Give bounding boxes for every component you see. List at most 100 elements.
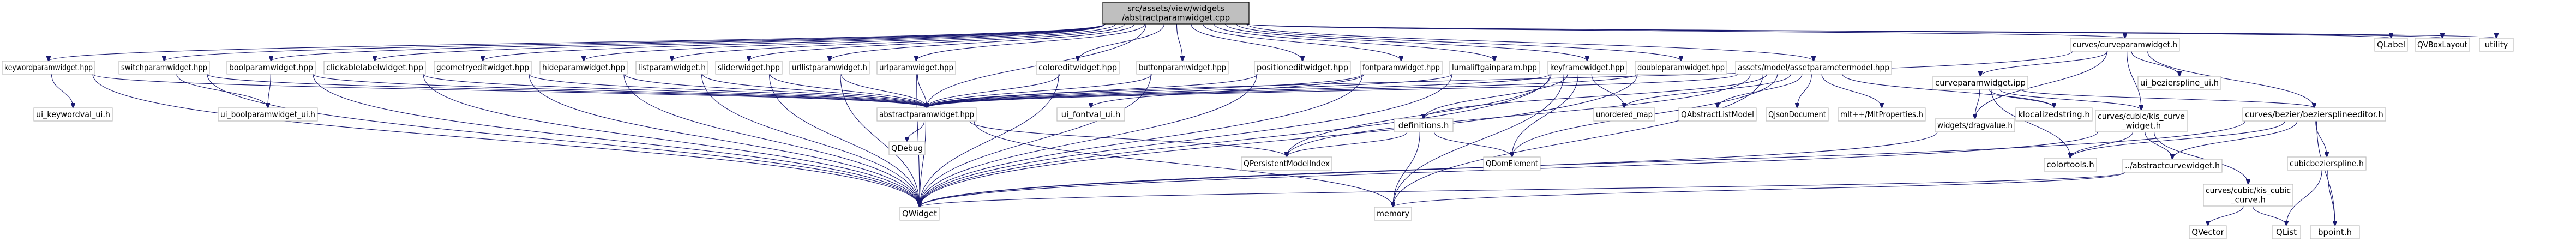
edge-positioned-to-qwidget: [920, 74, 1257, 207]
edge-root-to-font: [1203, 23, 1401, 61]
node-utility: utility: [2479, 38, 2514, 52]
node-definitions-box: [1394, 118, 1454, 132]
edge-doubleparam-to-qwidget: [920, 74, 1638, 207]
node-qabstractlist-label-line-0: QAbstractListModel: [1681, 110, 1754, 119]
node-font[interactable]: fontparamwidget.hpp: [1360, 61, 1443, 75]
node-urllist-box: [789, 61, 870, 75]
node-colortools: colortools.h: [2044, 158, 2097, 172]
node-lumaliftgain[interactable]: lumaliftgainparam.hpp: [1449, 61, 1540, 75]
node-clickable-box: [323, 61, 426, 75]
edge-bezier_editor-to-abstractcurve: [2172, 120, 2298, 159]
node-clickable[interactable]: clickablelabelwidget.hpp: [323, 61, 426, 75]
node-mlt-box: [1838, 107, 1926, 122]
node-unordered_map-box: [1593, 107, 1655, 122]
node-ui_font-box: [1056, 107, 1125, 122]
node-qlabel-box: [2374, 38, 2408, 52]
node-mlt: mlt++/MltProperties.h: [1838, 107, 1926, 122]
node-colortools-label-line-0: colortools.h: [2046, 160, 2094, 170]
edge-root-to-keyframe: [1224, 23, 1587, 61]
node-listparam: listparamwidget.h: [635, 61, 708, 75]
node-font-label-line-0: fontparamwidget.hpp: [1362, 63, 1440, 72]
edge-root-to-doubleparam: [1236, 23, 1681, 61]
edge-bezier_editor-to-qwidget: [920, 120, 2245, 207]
edge-assetmodel-to-qjson: [1797, 74, 1812, 108]
node-button-label-line-0: buttonparamwidget.hpp: [1139, 63, 1226, 72]
node-doubleparam-box: [1635, 61, 1727, 75]
edge-cubic_curve-to-qvector: [2208, 205, 2244, 226]
node-bool[interactable]: boolparamwidget.hpp: [226, 61, 316, 75]
node-switch[interactable]: switchparamwidget.hpp: [118, 61, 210, 75]
edge-listparam-to-abstract: [702, 74, 927, 108]
node-button[interactable]: buttonparamwidget.hpp: [1136, 61, 1229, 75]
node-curves[interactable]: curves/curveparamwidget.h: [2070, 38, 2180, 52]
node-hide-box: [539, 61, 628, 75]
edge-bool-to-abstract: [313, 74, 927, 108]
node-urllist-label-line-0: urllistparamwidget.h: [792, 63, 867, 72]
edge-keyframe-to-unordered_map: [1591, 74, 1624, 108]
node-qjson-box: [1766, 107, 1829, 122]
node-positioned: positioneditwidget.hpp: [1254, 61, 1351, 75]
edge-definitions-to-memory: [1393, 131, 1420, 207]
node-geometry-box: [434, 61, 532, 75]
node-bezier_editor[interactable]: curves/bezier/beziersplineeditor.h: [2242, 107, 2386, 122]
edge-cubic_curve_widget-to-colortools: [2070, 131, 2133, 158]
node-widgetsdragvalue-box: [1935, 118, 2015, 132]
edge-curves-to-curveparamwidget_ipp: [1980, 51, 2108, 76]
node-keyword-label-line-0: keywordparamwidget.hpp: [4, 63, 93, 72]
edge-root-to-curves: [1246, 23, 2125, 38]
node-cubicbezierspline-box: [2287, 156, 2367, 171]
node-colortools-box: [2044, 158, 2097, 172]
edge-button-to-qwidget: [920, 74, 1151, 207]
edge-assetmodel-to-mlt: [1821, 74, 1882, 108]
node-qvbox: QVBoxLayout: [2415, 38, 2470, 52]
edge-definitions-to-qdomelement: [1433, 131, 1512, 157]
edge-root-to-urlparam: [916, 23, 1145, 61]
edge-font-to-qwidget: [920, 74, 1363, 207]
node-abstract[interactable]: abstractparamwidget.hpp: [876, 107, 977, 122]
node-assetmodel[interactable]: assets/model/assetparametermodel.hpp: [1735, 61, 1892, 75]
edge-bool-to-ui_bool: [268, 74, 271, 108]
edge-root-to-positioned: [1191, 23, 1302, 61]
node-ui_bool: ui_boolparamwidget_ui.h: [218, 107, 318, 122]
node-urlparam: urlparamwidget.hpp: [876, 61, 956, 75]
node-font-box: [1360, 61, 1443, 75]
node-mlt-label-line-0: mlt++/MltProperties.h: [1840, 110, 1923, 119]
node-memory-box: [1374, 207, 1412, 221]
node-ui_keyword: ui_keywordval_ui.h: [33, 107, 113, 122]
node-cubic_curve_widget[interactable]: curves/cubic/kis_curve_widget.h: [2095, 110, 2188, 132]
node-unordered_map-label-line-0: unordered_map: [1596, 110, 1653, 120]
node-button-box: [1136, 61, 1229, 75]
edge-curves-to-abstract: [927, 51, 2073, 108]
edge-widgetsdragvalue-to-qwidget: [920, 131, 1938, 207]
node-slider: sliderwidget.hpp: [715, 61, 783, 75]
node-doubleparam: doubleparamwidget.hpp: [1635, 61, 1727, 75]
edge-clickable-to-abstract: [423, 74, 927, 108]
node-keyword-box: [2, 61, 95, 75]
edge-geometry-to-qwidget: [529, 74, 920, 207]
edge-assetmodel-to-definitions: [1424, 74, 1767, 119]
edge-curveparamwidget_ipp-to-widgetsdragvalue: [1975, 89, 1980, 119]
node-qlist-label-line-0: QList: [2276, 227, 2297, 237]
node-ui_font-label-line-0: ui_fontval_ui.h: [1061, 110, 1121, 120]
node-urllist: urllistparamwidget.h: [789, 61, 870, 75]
node-doubleparam-label-line-0: doubleparamwidget.hpp: [1637, 63, 1725, 72]
node-keyword[interactable]: keywordparamwidget.hpp: [2, 61, 95, 75]
node-cubic_curve[interactable]: curves/cubic/kis_cubic_curve.h: [2203, 184, 2293, 207]
node-qpersistent-label-line-0: QPersistentModelIndex: [1244, 159, 1330, 168]
node-colored[interactable]: coloreditwidget.hpp: [1036, 61, 1120, 75]
edge-positioned-to-abstract: [927, 74, 1258, 108]
node-hide[interactable]: hideparamwidget.hpp: [539, 61, 628, 75]
edge-abstractcurve-to-memory: [1393, 172, 2125, 207]
node-cubicbezierspline: cubicbezierspline.h: [2287, 156, 2367, 171]
node-keyframe[interactable]: keyframewidget.hpp: [1547, 61, 1627, 75]
edge-assetmodel-to-unordered_map: [1624, 74, 1791, 108]
edge-root-to-clickable: [375, 23, 1106, 61]
node-definitions-label-line-0: definitions.h: [1398, 120, 1449, 130]
edge-urlparam-to-qwidget: [916, 74, 920, 207]
node-bezier_editor-box: [2242, 107, 2386, 122]
node-ui_keyword-box: [33, 107, 113, 122]
dependency-edges: [49, 23, 2496, 226]
node-geometry: geometryeditwidget.hpp: [434, 61, 532, 75]
edge-keyframe-to-abstract: [927, 74, 1551, 108]
node-bezier_editor-label-line-0: curves/bezier/beziersplineeditor.h: [2245, 110, 2383, 119]
